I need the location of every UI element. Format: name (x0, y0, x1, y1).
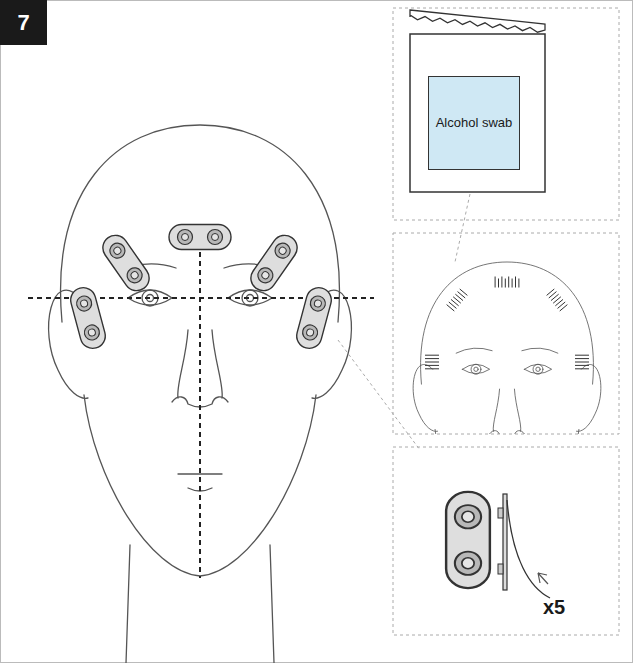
small-head (413, 262, 601, 434)
hatch-stroke (495, 277, 496, 288)
hatch-stroke (515, 277, 516, 288)
hatch-stroke (501, 277, 502, 288)
hatch-stroke (460, 289, 468, 295)
hatch-stroke (508, 277, 509, 288)
hatch-stroke (425, 355, 439, 356)
hatch-stroke (518, 279, 519, 288)
torn-strip (410, 10, 545, 32)
midline (199, 225, 201, 578)
hatch-stroke (425, 365, 439, 366)
hatch-stroke (425, 358, 439, 359)
panels (393, 8, 619, 635)
step-number-box: 7 (0, 0, 47, 45)
hatch-stroke (575, 365, 589, 366)
hatch-stroke (575, 368, 589, 369)
hatch-stroke (575, 358, 589, 359)
hatch-stroke (425, 362, 439, 363)
electrodes (68, 225, 334, 352)
node-text: Alcohol swab (436, 115, 513, 131)
leader-line (455, 194, 470, 262)
hatch-stroke (425, 368, 439, 369)
swab-pad: Alcohol swab (428, 76, 520, 170)
hatch-stroke (560, 305, 568, 311)
head-outline (49, 125, 352, 663)
electrode-detail (446, 492, 550, 598)
node-text: 7 (17, 9, 29, 37)
hatch-stroke (575, 362, 589, 363)
hatch-stroke (505, 279, 506, 288)
swab-packet (410, 34, 545, 192)
quantity-label: x5 (543, 596, 565, 619)
hatch-stroke (575, 355, 589, 356)
hatch-stroke (498, 279, 499, 288)
leader-line (338, 340, 420, 450)
hatch-stroke (512, 279, 513, 288)
